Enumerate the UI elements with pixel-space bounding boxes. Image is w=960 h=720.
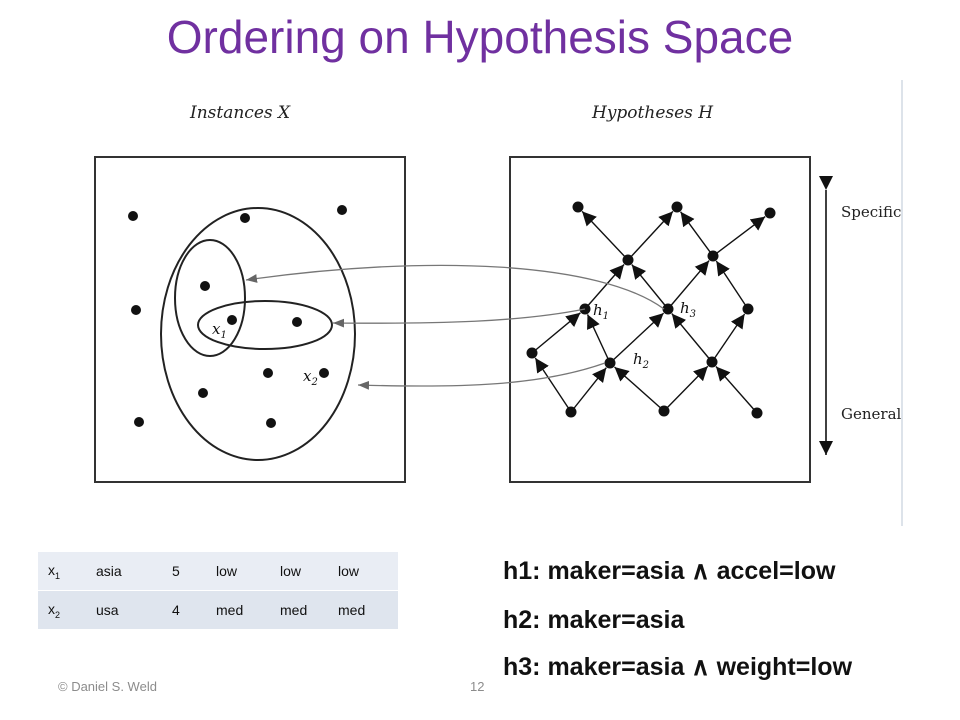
instance-point (266, 418, 276, 428)
general-label: General (841, 405, 902, 423)
lattice-edge (614, 366, 665, 412)
lattice-edges (531, 210, 766, 414)
lattice-edge (534, 357, 572, 413)
table-cell: asia (86, 552, 162, 591)
h3-region (197, 300, 333, 350)
hypothesis-node-b3 (751, 407, 763, 419)
hypotheses-box (509, 156, 811, 483)
mapping-arcs (245, 264, 665, 390)
h1-region (174, 239, 246, 357)
instance-point-x1 (227, 315, 237, 325)
hypothesis-node-r (742, 303, 754, 315)
table-row: x1 asia 5 low low low (38, 552, 398, 591)
hypothesis-node-b1 (565, 406, 577, 418)
lattice-edge (715, 260, 749, 310)
instance-point (263, 368, 273, 378)
lattice-edge (531, 312, 581, 354)
table-cell: med (328, 590, 398, 630)
lattice-edge (671, 313, 713, 363)
hypothesis-node-t2 (671, 201, 683, 213)
lattice-edge (667, 260, 710, 310)
table-cell: low (270, 552, 328, 591)
instance-point (200, 281, 210, 291)
instances-box (94, 156, 406, 483)
hypothesis-node-l (526, 347, 538, 359)
hypothesis-diagram: Instances X Hypotheses H x1 x2 h1 h3 h2 … (94, 103, 902, 483)
h3-node-label: h3 (680, 299, 696, 320)
instance-point (134, 417, 144, 427)
table-cell: low (206, 552, 270, 591)
table-cell: low (328, 552, 398, 591)
hypothesis-h2: h2: maker=asia (503, 606, 685, 634)
instance-point (198, 388, 208, 398)
x2-label: x2 (303, 367, 318, 388)
and-operator: ∧ (691, 557, 710, 585)
x1-label: x1 (212, 320, 227, 341)
instance-point-x2 (319, 368, 329, 378)
hypothesis-node-t3 (764, 207, 776, 219)
table-cell: 5 (162, 552, 206, 591)
arc-h1-to-region (332, 308, 586, 328)
lattice-edge (711, 313, 746, 363)
lattice-edge (586, 314, 611, 364)
hypothesis-node-q (706, 356, 718, 368)
table-cell: usa (86, 590, 162, 630)
frame-divider (901, 80, 903, 526)
instance-point (128, 211, 138, 221)
hypothesis-h3: h3: maker=asia ∧ weight=low (503, 653, 853, 681)
hypothesis-node-m1 (622, 254, 634, 266)
lattice-edge (609, 312, 665, 364)
lattice-edge (584, 264, 625, 310)
table-row: x2 usa 4 med med med (38, 590, 398, 630)
hypothesis-h1: h1: maker=asia ∧ accel=low (503, 557, 836, 585)
table-cell: med (206, 590, 270, 630)
lattice-edge (680, 211, 714, 257)
lattice-edge (627, 210, 674, 261)
lattice-nodes (526, 201, 776, 419)
lattice-edge (715, 366, 758, 414)
instance-point (292, 317, 302, 327)
h2-node-label: h2 (633, 350, 649, 371)
hypothesis-node-b2 (658, 405, 670, 417)
hypothesis-node-m2 (707, 250, 719, 262)
lattice-edge (570, 367, 607, 413)
lattice-edge (631, 264, 669, 310)
table-cell: 4 (162, 590, 206, 630)
outer-ellipse (160, 207, 356, 461)
slide-title: Ordering on Hypothesis Space (166, 11, 794, 63)
hypothesis-node-t1 (572, 201, 584, 213)
specific-label: Specific (841, 203, 901, 221)
table-cell: med (270, 590, 328, 630)
arc-h3-to-region (245, 264, 665, 310)
page-number: 12 (470, 679, 485, 694)
lattice-edge (663, 365, 709, 412)
table-cell-id: x1 (38, 552, 86, 591)
and-operator: ∧ (691, 653, 710, 681)
lattice-edge (581, 210, 629, 261)
footer-copyright: © Daniel S. Weld (58, 679, 157, 694)
arc-h2-to-region (357, 362, 606, 390)
instance-points (128, 205, 347, 428)
hypotheses-label: Hypotheses H (591, 103, 714, 123)
instance-point (131, 305, 141, 315)
hypothesis-node-h3 (662, 303, 674, 315)
instance-point (337, 205, 347, 215)
instances-table: x1 asia 5 low low low x2 usa 4 med med m… (38, 552, 398, 630)
instances-label: Instances X (189, 103, 291, 123)
instance-point (240, 213, 250, 223)
hypothesis-node-h2 (604, 357, 616, 369)
lattice-edge (712, 216, 766, 257)
table-cell-id: x2 (38, 590, 86, 630)
h1-node-label: h1 (593, 301, 609, 322)
